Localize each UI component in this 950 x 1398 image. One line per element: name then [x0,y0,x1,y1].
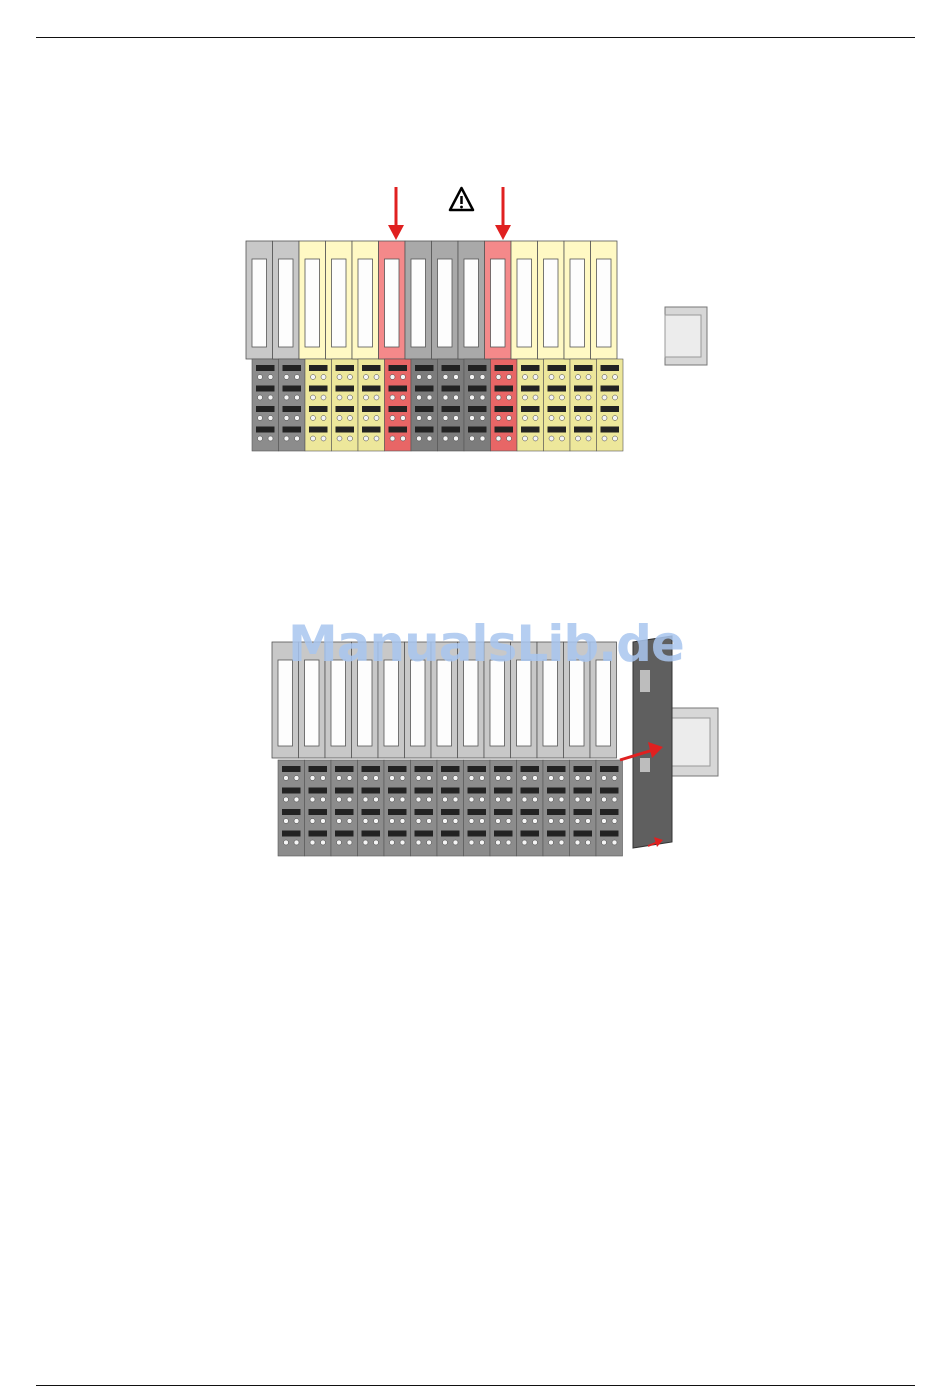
din-rail [666,708,718,776]
warning-icon [450,188,473,210]
red-arrow-icon [495,187,511,240]
footer-rule [36,1385,915,1386]
module-row [272,642,623,856]
end-cap [633,636,672,848]
module-assembly-figure-1 [240,165,720,470]
din-rail [665,307,707,365]
module-assembly-figure-2 [268,620,728,870]
header-rule [36,37,915,38]
module-row [246,241,623,451]
red-arrow-icon [388,187,404,240]
